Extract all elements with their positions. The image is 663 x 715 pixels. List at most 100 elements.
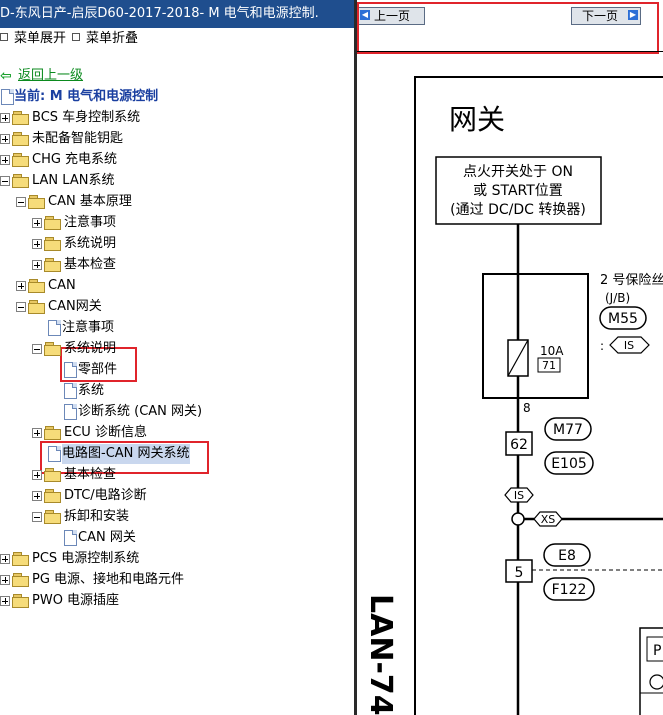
tree-item-label: 未配备智能钥匙 [32, 131, 124, 146]
expand-toggle-icon[interactable] [0, 134, 10, 144]
folder-icon [12, 111, 29, 125]
nav-separator [357, 51, 663, 52]
expand-toggle-icon[interactable] [32, 239, 42, 249]
tree-item-label: 注意事项 [62, 320, 115, 335]
menu-expand-button[interactable]: 菜单展开 [0, 31, 66, 47]
xs-label: XS [541, 513, 556, 526]
pane-divider[interactable] [354, 0, 357, 715]
power-line-2: 或 START位置 [473, 183, 563, 199]
page-icon [48, 320, 61, 336]
menu-collapse-label: 菜单折叠 [86, 31, 139, 46]
pin-62-box [505, 431, 533, 456]
tree-item-label: PCS 电源控制系统 [32, 551, 140, 566]
is-wire-tag [504, 487, 534, 503]
tree-item-label: 零部件 [78, 362, 118, 377]
expand-toggle-icon[interactable] [16, 281, 26, 291]
tree-item-label: 电路图-CAN 网关系统 [62, 444, 190, 464]
folder-icon [12, 174, 29, 188]
highlight-box-wiring [40, 441, 209, 474]
diagram-title: 网关 [449, 103, 505, 136]
is-label: IS [624, 339, 634, 352]
page-icon [1, 89, 14, 105]
conn-e8-oval [543, 543, 591, 567]
folder-icon [44, 342, 61, 356]
expand-toggle-icon[interactable] [32, 260, 42, 270]
collapse-toggle-icon[interactable] [16, 197, 26, 207]
next-arrow-icon: ▶ [628, 10, 638, 20]
highlight-box-parts [60, 347, 137, 382]
folder-icon [28, 195, 45, 209]
tree-item-label: DTC/电路诊断 [64, 488, 147, 503]
prev-page-button[interactable]: ◀ 上一页 [357, 7, 425, 25]
current-node-label: 当前: M 电气和电源控制 [14, 89, 159, 104]
fuse-label: 2 号保险丝 [600, 273, 663, 288]
tree-item-label: CAN [48, 278, 76, 293]
conn-e105: E105 [551, 456, 587, 472]
folder-icon [44, 426, 61, 440]
pin-5-box [505, 559, 533, 583]
tree-item-label: CAN 网关 [78, 530, 136, 545]
page-icon [48, 446, 61, 462]
svg-text::: : [600, 339, 604, 353]
pin-8: 8 [523, 401, 531, 415]
folder-icon [12, 573, 29, 587]
collapse-toggle-icon[interactable] [0, 176, 10, 186]
prev-page-label: 上一页 [374, 9, 411, 23]
power-line-3: (通过 DC/DC 转换器) [450, 201, 586, 218]
tree-item-label: ECU 诊断信息 [64, 425, 147, 440]
tree-item-label: 系统说明 [64, 236, 117, 251]
expand-toggle-icon[interactable] [32, 491, 42, 501]
folder-icon [12, 594, 29, 608]
tree-item-label: CAN 基本原理 [48, 194, 132, 209]
tree-item-label: 拆卸和安装 [64, 509, 130, 524]
expand-toggle-icon[interactable] [32, 218, 42, 228]
collapse-toggle-icon[interactable] [16, 302, 26, 312]
next-page-button[interactable]: 下一页 ▶ [571, 7, 641, 25]
tree-item-label: 诊断系统 (CAN 网关) [78, 404, 203, 419]
collapse-toggle-icon[interactable] [32, 512, 42, 522]
power-line-1: 点火开关处于 ON [463, 164, 573, 180]
folder-icon [44, 258, 61, 272]
folder-icon [12, 552, 29, 566]
component-p: P [653, 643, 661, 659]
fuse-number-box [537, 357, 561, 373]
tree-item-label: 注意事项 [64, 215, 117, 230]
expand-toggle-icon[interactable] [0, 554, 10, 564]
folder-icon [44, 489, 61, 503]
tree-item-label: CHG 充电系统 [32, 152, 118, 167]
jb-label: (J/B) [605, 291, 630, 305]
folder-icon [12, 132, 29, 146]
window-title: D-东风日产-启辰D60-2017-2018- M 电气和电源控制. [0, 0, 354, 28]
expand-toggle-icon[interactable] [32, 470, 42, 480]
fuse-block [482, 273, 589, 399]
conn-m77: M77 [553, 422, 583, 438]
wiring-diagram: 网关 点火开关处于 ON 或 START位置 (通过 DC/DC 转换器) 10… [363, 76, 663, 715]
tree-item-label: CAN网关 [48, 299, 102, 314]
content-pane: ◀ 上一页 下一页 ▶ 网关 点火开关处于 ON 或 START位置 (通过 D… [357, 0, 663, 715]
page-nav-bar: ◀ 上一页 下一页 ▶ [357, 0, 663, 54]
menu-expand-label: 菜单展开 [14, 31, 67, 46]
folder-icon [44, 237, 61, 251]
menu-collapse-button[interactable]: 菜单折叠 [72, 31, 138, 47]
highlight-box-nav [357, 2, 659, 54]
expand-toggle-icon[interactable] [0, 596, 10, 606]
expand-toggle-icon[interactable] [32, 428, 42, 438]
collapse-toggle-icon[interactable] [32, 344, 42, 354]
square-icon [0, 33, 8, 41]
prev-arrow-icon: ◀ [360, 10, 370, 20]
conn-e8: E8 [558, 548, 576, 564]
folder-icon [28, 300, 45, 314]
tree-item-label: BCS 车身控制系统 [32, 110, 141, 125]
conn-m55-oval [599, 306, 647, 330]
folder-icon [12, 153, 29, 167]
is-wire-label: IS [514, 489, 524, 502]
expand-toggle-icon[interactable] [0, 155, 10, 165]
square-icon [72, 33, 80, 41]
page-code: LAN-74 [363, 594, 398, 715]
tree-item-label: 系统说明 [64, 341, 117, 356]
xs-tag [533, 511, 563, 527]
page-icon [64, 362, 77, 378]
expand-toggle-icon[interactable] [0, 113, 10, 123]
expand-toggle-icon[interactable] [0, 575, 10, 585]
toc-pane: D-东风日产-启辰D60-2017-2018- M 电气和电源控制. 菜单展开 … [0, 0, 354, 608]
